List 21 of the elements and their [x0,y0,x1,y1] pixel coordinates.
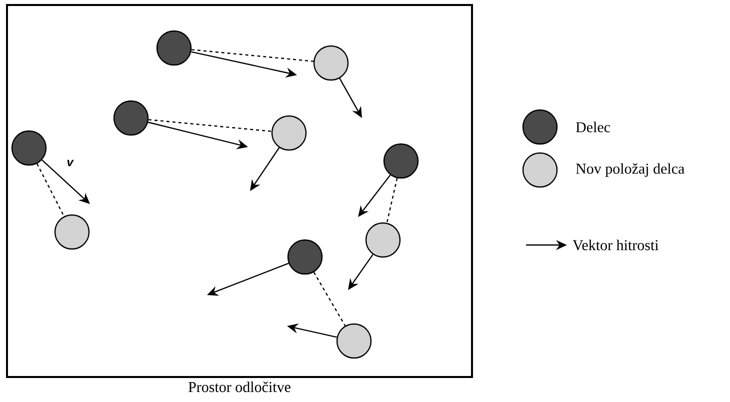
new-position-circle [365,222,401,258]
legend-label: Nov položaj delca [576,163,684,177]
dashed-line [36,163,65,217]
dashed-line [313,272,346,326]
edge-label: v [67,160,74,166]
new-position-circle [336,323,372,359]
dashed-line [386,178,398,223]
node-label: Prostor odločitve [188,382,290,392]
new-position-circle [271,115,307,151]
particle-circle [287,239,323,275]
velocity-arrow [42,159,90,204]
particle-circle [156,30,192,66]
dashed-line [148,119,272,132]
legend-label: Delec [576,122,610,132]
particle-circle [113,100,149,136]
legend-label: Vektor hitrosti [572,240,658,250]
new-position-circle [313,45,349,81]
particle-circle [11,130,47,166]
dashed-line [191,49,314,62]
particle-circle [383,143,419,179]
new-position-circle [54,214,90,250]
